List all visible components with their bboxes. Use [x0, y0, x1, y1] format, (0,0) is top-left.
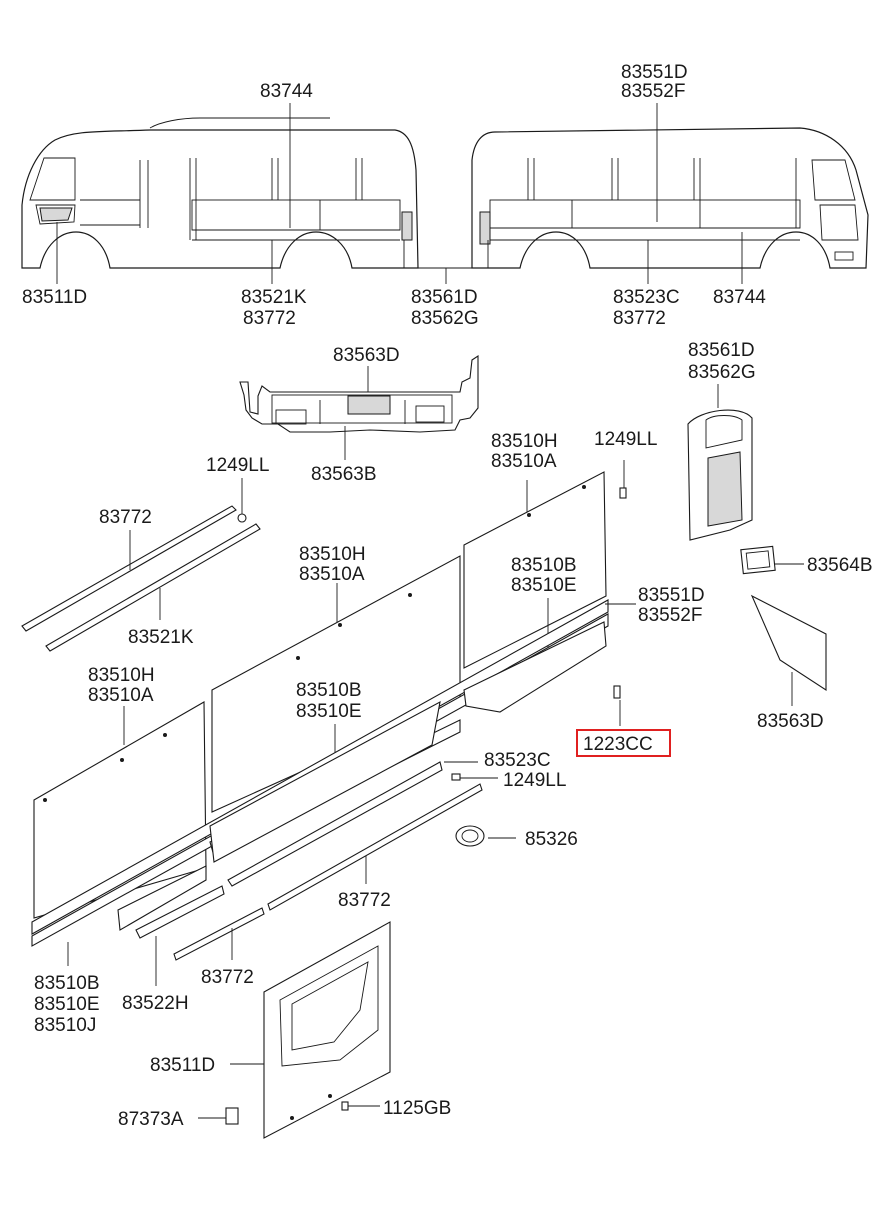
label-83510B-a: 83510B [296, 680, 362, 701]
label-83772-low: 83772 [338, 890, 391, 911]
label-83552F-top: 83552F [621, 81, 685, 102]
label-83510H-b: 83510H [299, 544, 366, 565]
label-1249LL-c: 1249LL [503, 770, 566, 791]
label-83551D-top: 83551D [621, 62, 688, 83]
van-left-side-outline [21, 117, 419, 269]
label-83561D-top: 83561D [411, 287, 478, 308]
right-panel-leaders [67, 460, 636, 986]
label-83744-top: 83744 [260, 81, 313, 102]
cover-83564B [740, 545, 804, 575]
label-83511D-top: 83511D [22, 287, 87, 308]
label-1249LL-a: 1249LL [206, 455, 269, 476]
label-83564B: 83564B [807, 555, 873, 576]
top-leaders [56, 103, 743, 284]
label-83522H: 83522H [122, 993, 189, 1014]
label-83563D-r: 83563D [757, 711, 824, 732]
label-83510E-c: 83510E [34, 994, 100, 1015]
label-83561D-r: 83561D [688, 340, 755, 361]
pillar-trim-83561D [687, 384, 753, 541]
label-83552F-r: 83552F [638, 605, 702, 626]
label-83521K-top: 83521K [241, 287, 307, 308]
label-83521K-strip: 83521K [128, 627, 194, 648]
label-83562G-top: 83562G [411, 308, 479, 329]
callout-labels: 83744 83551D 83552F 83511D 83521K 83772 … [22, 62, 873, 1130]
label-83563D-mid: 83563D [333, 345, 400, 366]
label-83510J: 83510J [34, 1015, 96, 1036]
label-83510A-c: 83510A [491, 451, 557, 472]
label-1223CC: 1223CC [583, 734, 653, 755]
label-83772-strip: 83772 [99, 507, 152, 528]
label-1125GB: 1125GB [383, 1098, 451, 1119]
label-83510B-b: 83510B [511, 555, 577, 576]
highlight-box-1223CC [576, 729, 671, 757]
van-right-side-outline [471, 127, 869, 269]
panel-83563D-right [750, 594, 827, 706]
label-1249LL-b: 1249LL [594, 429, 657, 450]
label-83510B-c: 83510B [34, 973, 100, 994]
label-83551D-r: 83551D [638, 585, 705, 606]
clip-85326 [455, 825, 485, 847]
label-83510A-b: 83510A [299, 564, 365, 585]
upper-left-strips [21, 478, 261, 652]
label-87373A: 87373A [118, 1109, 184, 1130]
label-83510H-a: 83510H [88, 665, 155, 686]
label-83523C-top: 83523C [613, 287, 680, 308]
label-83511D-low: 83511D [150, 1055, 215, 1076]
label-83523C-r: 83523C [484, 750, 551, 771]
label-83510E-a: 83510E [296, 701, 362, 722]
label-85326: 85326 [525, 829, 578, 850]
side-panels [31, 471, 609, 961]
door-panel-83511D [198, 921, 391, 1139]
label-83772-top-a: 83772 [243, 308, 296, 329]
label-83510E-b: 83510E [511, 575, 577, 596]
label-83510A-a: 83510A [88, 685, 154, 706]
label-83744-top-r: 83744 [713, 287, 766, 308]
label-83772-top-b: 83772 [613, 308, 666, 329]
label-83772-low2: 83772 [201, 967, 254, 988]
label-83563B: 83563B [311, 464, 377, 485]
rear-panel-assembly [239, 354, 479, 460]
label-83510H-c: 83510H [491, 431, 558, 452]
label-83562G-r: 83562G [688, 362, 756, 383]
